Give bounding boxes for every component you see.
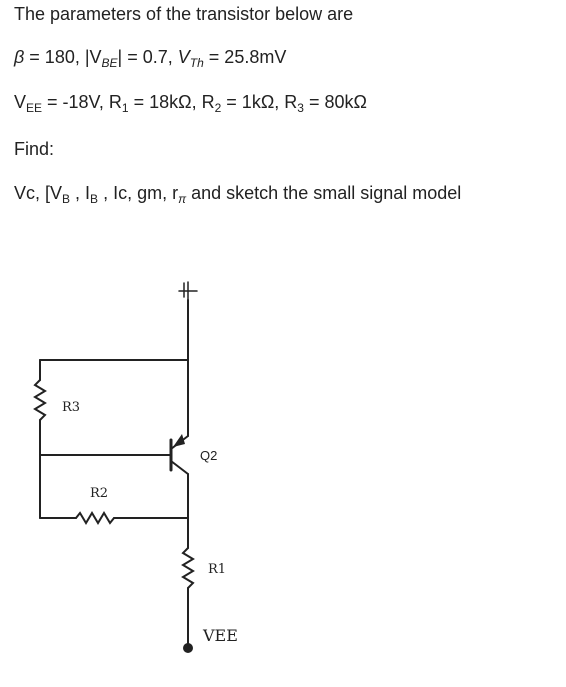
rpi-subscript: π xyxy=(178,192,187,206)
vee-label: VEE xyxy=(202,626,238,645)
r3-label: R3 xyxy=(62,400,80,415)
q2-label: Q2 xyxy=(200,448,217,463)
r1-subscript: 1 xyxy=(121,101,129,115)
transistor-collector-lead xyxy=(170,460,189,475)
find-p3: , Ic, gm, r xyxy=(98,183,179,203)
r3-text: = 80kΩ xyxy=(303,92,367,112)
beta-symbol: β xyxy=(14,47,25,67)
r1-label: R1 xyxy=(208,562,226,577)
r1-text: = 18kΩ, R xyxy=(128,92,215,112)
vbe-subscript: BE xyxy=(101,56,118,70)
r2-subscript: 2 xyxy=(214,101,222,115)
parameters-line-resistors: VEE = -18V, R1 = 18kΩ, R2 = 1kΩ, R3 = 80… xyxy=(14,92,367,115)
r3-subscript: 3 xyxy=(297,101,304,115)
find-p4: and sketch the small signal model xyxy=(186,183,462,203)
find-p1: Vc, [V xyxy=(14,183,63,203)
problem-intro: The parameters of the transistor below a… xyxy=(14,4,354,24)
vee-text: = -18V, R xyxy=(42,92,122,112)
find-p2: , I xyxy=(70,183,91,203)
vth-text: = 25.8mV xyxy=(203,47,287,67)
vee-subscript: EE xyxy=(26,101,43,115)
find-items: Vc, [VB , IB , Ic, gm, rπ and sketch the… xyxy=(14,183,461,206)
vb-subscript: B xyxy=(62,192,71,206)
vee-terminal-dot xyxy=(183,643,193,653)
find-label: Find: xyxy=(14,139,55,159)
parameters-line-beta-vbe-vth: β = 180, |VBE| = 0.7, VTh = 25.8mV xyxy=(14,47,286,70)
r2-resistor xyxy=(75,511,115,525)
vee-v: V xyxy=(14,92,27,112)
ib-subscript: B xyxy=(90,192,99,206)
ground-symbol xyxy=(178,281,198,301)
vth-v: V xyxy=(177,47,190,67)
vbe-text: | = 0.7, xyxy=(117,47,178,67)
r1-resistor xyxy=(181,547,195,589)
r2-text: = 1kΩ, R xyxy=(221,92,298,112)
r2-label: R2 xyxy=(90,486,108,501)
beta-text: = 180, |V xyxy=(24,47,102,67)
r3-resistor xyxy=(33,379,47,421)
emitter-arrow xyxy=(173,434,185,447)
vth-subscript: Th xyxy=(189,56,204,70)
